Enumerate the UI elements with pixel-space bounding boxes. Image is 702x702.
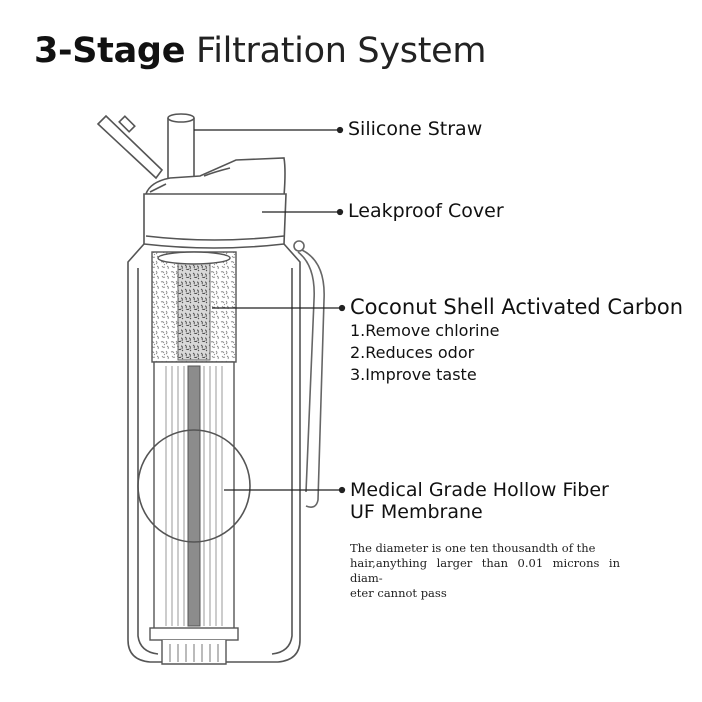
- label-membrane-line1: Medical Grade Hollow Fiber: [350, 479, 609, 501]
- title-bold: 3-Stage: [34, 31, 186, 71]
- title-rest: Filtration System: [195, 31, 487, 71]
- note-line3: eter cannot pass: [350, 586, 447, 600]
- note-line2: hair,anything larger than 0.01 microns i…: [350, 556, 620, 585]
- label-activated-carbon: Coconut Shell Activated Carbon: [350, 295, 684, 319]
- straw-handle: [96, 114, 164, 180]
- lid-top: [144, 157, 286, 197]
- straw: [167, 113, 195, 191]
- note-line1: The diameter is one ten thousandth of th…: [350, 541, 596, 555]
- leakproof-cover: [143, 193, 287, 249]
- label-silicone-straw: Silicone Straw: [348, 118, 483, 140]
- carbon-point-1: 1.Remove chlorine: [350, 321, 500, 340]
- leader-lines: [194, 126, 346, 494]
- diagram-title: 3-Stage Filtration System: [34, 26, 486, 76]
- label-leakproof-cover: Leakproof Cover: [348, 200, 504, 222]
- label-membrane-line2: UF Membrane: [350, 501, 483, 523]
- filter-cartridge: [137, 251, 251, 665]
- carry-loop: [293, 240, 325, 508]
- carbon-point-2: 2.Reduces odor: [350, 343, 475, 362]
- membrane-note: The diameter is one ten thousandth of th…: [350, 541, 620, 601]
- carbon-point-3: 3.Improve taste: [350, 365, 477, 384]
